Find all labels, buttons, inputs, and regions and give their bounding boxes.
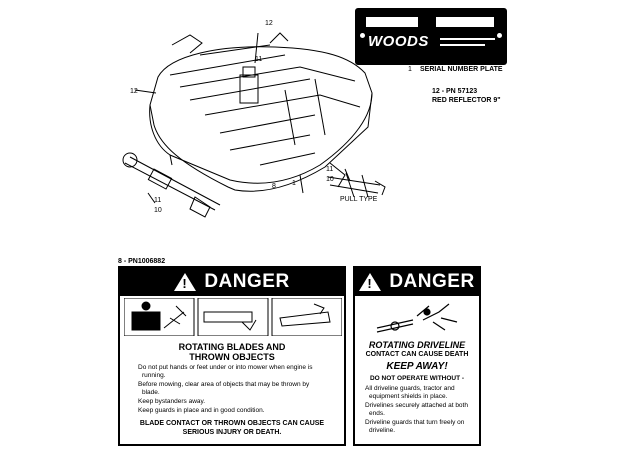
callout-10-bottom: 10 (154, 207, 162, 214)
woods-logo: WOODS (368, 33, 429, 50)
driveline-bullet-4: ends. (369, 410, 385, 417)
driveline-bullet-1: All driveline guards, tractor and (365, 385, 455, 392)
driveline-title: ROTATING DRIVELINE (368, 340, 466, 350)
driveline-sub: CONTACT CAN CAUSE DEATH (365, 351, 469, 358)
plate-field-model (366, 17, 418, 27)
callout-8: 8 (272, 183, 276, 190)
driveline-bullet-6: driveline. (369, 427, 396, 434)
danger-header-right-text: DANGER (389, 271, 475, 292)
blades-footer-1: BLADE CONTACT OR THROWN OBJECTS CAN CAUS… (139, 420, 325, 427)
callout-10-pull: 10 (326, 176, 334, 183)
blades-bullet-4: blade. (142, 389, 160, 396)
serial-plate-caption: SERIAL NUMBER PLATE (420, 66, 503, 73)
decal-part-number: 8 - PN1006882 (118, 258, 166, 265)
danger-header-right: ! DANGER (355, 268, 479, 296)
plate-field-serial (436, 17, 494, 27)
blades-title-1: ROTATING BLADES AND (178, 342, 286, 352)
plate-hole-left (360, 33, 365, 38)
callout-1-main: 1 (292, 180, 296, 187)
driveline-keep-away: KEEP AWAY! (386, 361, 448, 372)
callout-1-plate: 1 (408, 66, 412, 73)
callout-11-bottom: 11 (154, 197, 162, 204)
driveline-bullet-2: equipment shields in place. (369, 393, 448, 400)
danger-header-left: ! DANGER (120, 268, 344, 296)
blades-title-2: THROWN OBJECTS (189, 352, 275, 362)
driveline-bullet-5: Driveline guards that turn freely on (365, 419, 465, 426)
reflector-desc: RED REFLECTOR 9" (432, 97, 501, 104)
driveline-bullet-3: Drivelines securely attached at both (365, 402, 468, 409)
plate-fine-print (440, 38, 495, 40)
danger-header-left-text: DANGER (204, 271, 290, 292)
serial-number-plate: WOODS (355, 8, 507, 65)
plate-hole-right (497, 33, 502, 38)
driveline-dont: DO NOT OPERATE WITHOUT - (369, 375, 465, 382)
warning-triangle-icon: ! (174, 273, 197, 291)
callout-11-top: 11 (255, 56, 263, 63)
blades-bullet-3: Before mowing, clear area of objects tha… (138, 381, 310, 388)
blades-bullet-6: Keep guards in place and in good conditi… (138, 407, 265, 414)
blades-bullet-1: Do not put hands or feet under or into m… (138, 364, 313, 371)
mower-illustration (122, 32, 386, 218)
callout-12-left: 12 (130, 88, 138, 95)
driveline-pictogram (376, 303, 458, 333)
plate-fine-print-2 (440, 44, 485, 46)
pull-type-label: PULL TYPE (340, 196, 378, 203)
warning-triangle-icon: ! (359, 273, 382, 291)
blades-footer-2: SERIOUS INJURY OR DEATH. (182, 429, 282, 436)
blades-bullet-5: Keep bystanders away. (138, 398, 206, 405)
reflector-part: 12 - PN 57123 (432, 88, 478, 95)
blades-bullet-2: running. (142, 372, 166, 379)
callout-11-pull: 11 (326, 166, 334, 173)
danger-decal-blades: ! DANGER ROTATING BLADES AND THROWN OBJE… (118, 266, 346, 446)
blade-pictograms (124, 298, 342, 336)
danger-decal-driveline: ! DANGER ROTATING DRIVELINE CONTACT CAN … (353, 266, 481, 446)
callout-12-top: 12 (265, 20, 273, 27)
